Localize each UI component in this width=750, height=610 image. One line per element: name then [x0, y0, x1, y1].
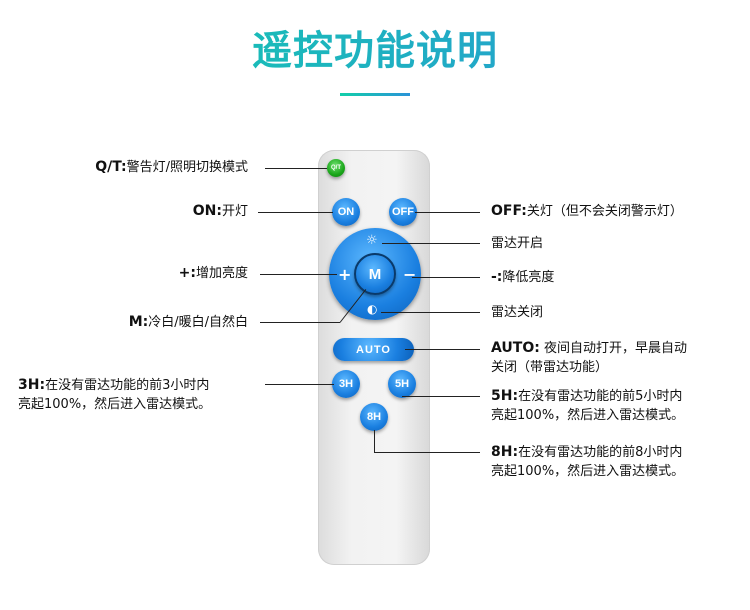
- auto-button[interactable]: AUTO: [333, 338, 414, 361]
- label-qt: Q/T:警告灯/照明切换模式: [95, 159, 248, 175]
- title-underline: [340, 93, 410, 96]
- minus-button[interactable]: −: [403, 265, 417, 284]
- label-on: ON:开灯: [192, 203, 248, 219]
- leader-line: [265, 384, 334, 385]
- leader-line: [374, 430, 375, 452]
- leader-line: [415, 212, 480, 213]
- leader-line: [412, 277, 480, 278]
- label-plus: +:增加亮度: [178, 265, 248, 281]
- label-radar-on: 雷达开启: [491, 236, 544, 251]
- plus-button[interactable]: +: [338, 265, 352, 284]
- label-3h: 3H:在没有雷达功能的前3小时内亮起100%，然后进入雷达模式。: [18, 377, 212, 412]
- 5h-button[interactable]: 5H: [388, 370, 416, 398]
- label-radar-off: 雷达关闭: [491, 305, 544, 320]
- leader-line: [405, 349, 480, 350]
- label-auto: AUTO: 夜间自动打开，早晨自动关闭（带雷达功能）: [491, 340, 687, 375]
- label-off: OFF:关灯（但不会关闭警示灯）: [491, 203, 683, 219]
- label-8h: 8H:在没有雷达功能的前8小时内亮起100%，然后进入雷达模式。: [491, 444, 685, 479]
- leader-line: [381, 312, 480, 313]
- 3h-button[interactable]: 3H: [332, 370, 360, 398]
- m-button[interactable]: M: [354, 253, 396, 295]
- leader-line: [258, 212, 333, 213]
- qt-button[interactable]: Q/T: [327, 159, 345, 177]
- leader-line: [382, 243, 480, 244]
- label-5h: 5H:在没有雷达功能的前5小时内亮起100%，然后进入雷达模式。: [491, 388, 685, 423]
- radar-off-icon[interactable]: ◐: [367, 302, 378, 316]
- label-m: M:冷白/暖白/自然白: [128, 314, 248, 330]
- 8h-button[interactable]: 8H: [360, 403, 388, 431]
- leader-line: [265, 168, 327, 169]
- leader-line: [374, 452, 480, 453]
- leader-line: [402, 396, 480, 397]
- page-title: 遥控功能说明: [0, 18, 750, 76]
- leader-line: [260, 322, 340, 323]
- on-button[interactable]: ON: [332, 198, 360, 226]
- label-minus: -:降低亮度: [491, 269, 555, 285]
- leader-line: [260, 274, 337, 275]
- off-button[interactable]: OFF: [389, 198, 417, 226]
- radar-on-icon[interactable]: ☼: [366, 233, 378, 248]
